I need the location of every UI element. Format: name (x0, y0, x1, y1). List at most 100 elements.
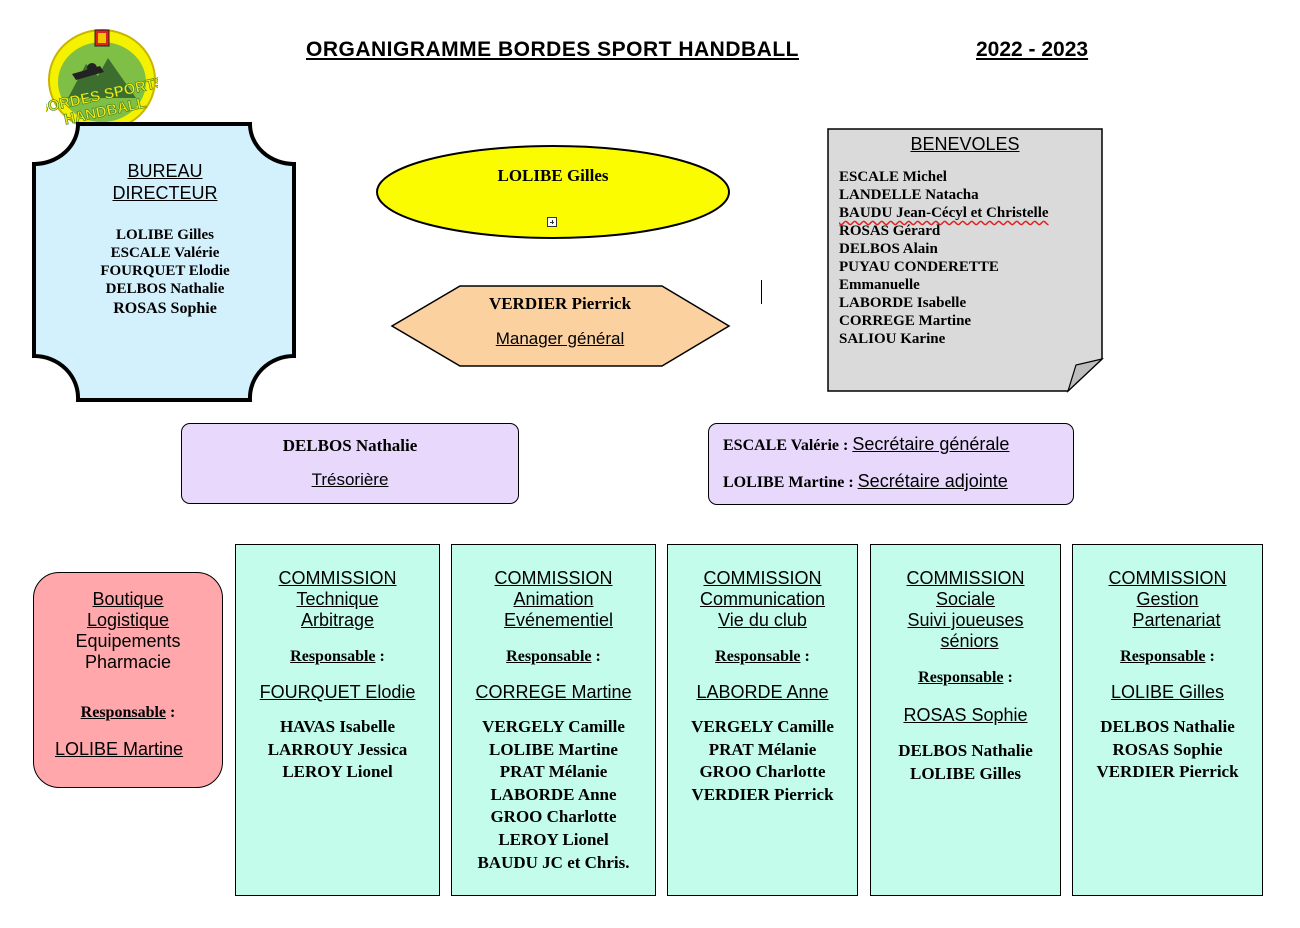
commission-communication: COMMISSION Communication Vie du club Res… (667, 544, 858, 896)
commission-resp-name: LOLIBE Gilles (1110, 682, 1225, 702)
boutique-title-line: Equipements (75, 631, 181, 651)
commission-title-line: Gestion (1136, 589, 1199, 609)
commission-member: ROSAS Sophie (1112, 739, 1223, 759)
commission-member: PRAT Mélanie (499, 762, 608, 782)
commission-title-line: COMMISSION (1108, 568, 1227, 588)
tresoriere-name: DELBOS Nathalie (282, 436, 418, 455)
resp-label-suffix: : (1003, 669, 1013, 686)
resp-label-text: Responsable (1120, 648, 1206, 665)
commission-member: VERGELY Camille (691, 717, 834, 736)
commission-resp-label: Responsable : (1073, 648, 1262, 666)
commission-member: DELBOS Nathalie (898, 741, 1033, 760)
bureau-member: DELBOS Nathalie (105, 281, 225, 297)
boutique-box (33, 572, 223, 788)
commission-resp-label: Responsable : (871, 669, 1060, 687)
handball-logo-icon: BORDES SPORTS HANDBALL (35, 29, 167, 131)
commission-member: LOLIBE Gilles (910, 763, 1021, 783)
benevole-item: ROSAS Gérard (839, 223, 941, 239)
expand-icon[interactable] (547, 217, 557, 227)
commission-member: DELBOS Nathalie (1100, 717, 1235, 736)
manager-hexagon (390, 285, 731, 367)
commission-title-line: Suivi joueuses (907, 610, 1024, 630)
secretaire-name: ESCALE Valérie : (723, 437, 853, 454)
commission-title-line: COMMISSION (906, 568, 1025, 588)
benevole-item: BAUDU Jean-Cécyl et Christelle (839, 205, 1049, 221)
tresoriere-box (181, 423, 519, 504)
commission-title-line: Partenariat (1132, 610, 1221, 630)
boutique-resp-name: LOLIBE Martine (55, 739, 184, 759)
page-title: ORGANIGRAMME BORDES SPORT HANDBALL (306, 38, 799, 61)
commission-member: LOLIBE Martine (489, 739, 618, 759)
resp-label-text: Responsable (80, 704, 167, 721)
commission-member: LEROY Lionel (282, 762, 393, 782)
benevole-item: PUYAU CONDERETTE (839, 259, 999, 275)
commission-members: DELBOS Nathalie ROSAS Sophie VERDIER Pie… (1073, 716, 1262, 784)
resp-label-text: Responsable (506, 648, 592, 665)
commission-title-line: Evénementiel (503, 610, 614, 630)
commission-technique: COMMISSION Technique Arbitrage Responsab… (235, 544, 440, 896)
bureau-members: LOLIBE Gilles ESCALE Valérie FOURQUET El… (34, 226, 296, 318)
bureau-title-line1: BUREAU (127, 161, 203, 181)
benevole-item: LANDELLE Natacha (839, 187, 979, 203)
commission-title-line: séniors (940, 631, 999, 651)
commission-animation: COMMISSION Animation Evénementiel Respon… (451, 544, 656, 896)
boutique-title-line: Logistique (86, 610, 170, 630)
commission-member: PRAT Mélanie (708, 739, 817, 759)
resp-label-suffix: : (1205, 648, 1215, 665)
commission-title-line: COMMISSION (703, 568, 822, 588)
benevoles-title: BENEVOLES (910, 134, 1020, 154)
boutique-title-line: Boutique (92, 589, 164, 609)
commission-title-line: Technique (296, 589, 379, 609)
resp-label-suffix: : (800, 648, 810, 665)
commission-member: LABORDE Anne (490, 784, 617, 804)
secretaire-name: LOLIBE Martine : (723, 474, 858, 491)
season-label: 2022 - 2023 (976, 38, 1089, 61)
secretaire-role: Secrétaire adjointe (857, 471, 1008, 491)
commission-sociale: COMMISSION Sociale Suivi joueuses sénior… (870, 544, 1061, 896)
benevole-item: Emmanuelle (839, 277, 920, 293)
commission-members: DELBOS Nathalie LOLIBE Gilles (871, 740, 1060, 785)
commission-title-line: Communication (699, 589, 826, 609)
bureau-member: LOLIBE Gilles (116, 227, 214, 243)
commission-gestion: COMMISSION Gestion Partenariat Responsab… (1072, 544, 1263, 896)
president-name: LOLIBE Gilles (497, 166, 609, 185)
benevole-item: DELBOS Alain (839, 241, 938, 257)
commission-member: HAVAS Isabelle (279, 717, 396, 736)
club-logo: BORDES SPORTS HANDBALL (35, 28, 167, 132)
commission-resp-name: LABORDE Anne (696, 682, 829, 702)
commission-member: GROO Charlotte (490, 807, 617, 827)
president-ellipse[interactable] (374, 144, 732, 244)
bureau-member: ESCALE Valérie (110, 245, 220, 261)
benevoles-list: ESCALE Michel LANDELLE Natacha BAUDU Jea… (839, 168, 1049, 348)
secretaires-box (708, 423, 1074, 505)
bureau-directeur: BUREAU DIRECTEUR LOLIBE Gilles ESCALE Va… (34, 160, 296, 317)
commission-resp-label: Responsable : (668, 648, 857, 666)
commission-title-line: Vie du club (718, 610, 807, 630)
bureau-member: ROSAS Sophie (113, 300, 217, 317)
boutique-title: Boutique Logistique Equipements Pharmaci… (33, 589, 223, 673)
benevole-item: LABORDE Isabelle (839, 295, 967, 311)
commission-member: BAUDU JC et Chris. (477, 852, 630, 872)
commission-member: LARROUY Jessica (267, 739, 408, 759)
boutique-resp-label: Responsable : (33, 704, 223, 722)
commission-member: GROO Charlotte (699, 762, 826, 782)
boutique-title-line: Pharmacie (84, 652, 172, 672)
manager-name: VERDIER Pierrick (488, 294, 632, 313)
bureau-title-line2: DIRECTEUR (112, 183, 218, 203)
secretaire-role: Secrétaire générale (852, 434, 1010, 454)
commission-resp-name: ROSAS Sophie (903, 705, 1028, 725)
benevole-item: ESCALE Michel (839, 169, 947, 185)
commission-resp-name: CORREGE Martine (475, 682, 632, 702)
commission-member: VERGELY Camille (482, 717, 625, 736)
commission-members: VERGELY Camille LOLIBE Martine PRAT Méla… (452, 716, 655, 874)
bureau-shape (32, 122, 296, 402)
manager-role: Manager général (495, 329, 625, 348)
benevoles-note-shape (827, 128, 1105, 393)
commission-resp-label: Responsable : (236, 648, 439, 666)
commission-resp-label: Responsable : (452, 648, 655, 666)
commission-title-line: COMMISSION (494, 568, 613, 588)
resp-label-suffix: : (591, 648, 601, 665)
resp-label-text: Responsable (715, 648, 801, 665)
benevole-item: CORREGE Martine (839, 313, 972, 329)
commission-resp-name: FOURQUET Elodie (259, 682, 416, 702)
